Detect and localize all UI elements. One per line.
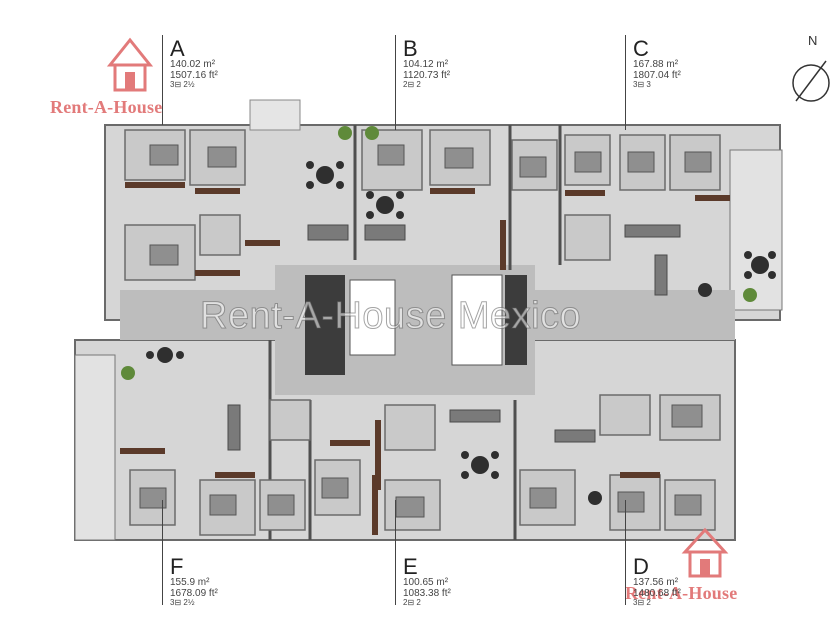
unit-area-m2: 167.88 m² <box>633 59 679 71</box>
unit-label-b: B 104.12 m² 1120.73 ft² 2⊟ 2 <box>403 37 450 89</box>
unit-area-ft2: 1480.68 ft² <box>633 587 681 599</box>
unit-d-leader <box>625 500 626 605</box>
house-logo-icon <box>681 527 729 578</box>
unit-area-m2: 137.56 m² <box>633 577 679 589</box>
brand-logo-top <box>105 30 155 100</box>
unit-label-a: A 140.02 m² 1507.16 ft² 3⊟ 2½ <box>170 37 218 89</box>
unit-b-leader <box>395 35 396 130</box>
unit-rooms: 3⊟ 2 <box>633 598 651 608</box>
unit-area-ft2: 1678.09 ft² <box>170 587 218 599</box>
unit-label-d: D 137.56 m² 1480.68 ft² 3⊟ 2 <box>633 555 681 607</box>
unit-area-ft2: 1507.16 ft² <box>170 69 218 81</box>
unit-area-ft2: 1807.04 ft² <box>633 69 681 81</box>
brand-text-bottom: Rent-A-House <box>625 583 738 603</box>
unit-label-c: C 167.88 m² 1807.04 ft² 3⊟ 3 <box>633 37 681 89</box>
unit-label-e: E 100.65 m² 1083.38 ft² 2⊟ 2 <box>403 555 451 607</box>
unit-label-f: F 155.9 m² 1678.09 ft² 3⊟ 2½ <box>170 555 218 607</box>
unit-a-leader <box>162 35 163 125</box>
unit-letter: C <box>633 36 649 61</box>
house-logo-icon <box>106 37 154 92</box>
unit-rooms: 3⊟ 3 <box>633 80 651 90</box>
dining-tables <box>146 161 776 505</box>
unit-e-leader <box>395 500 396 605</box>
north-label: N <box>808 33 818 48</box>
unit-c-leader <box>625 35 626 130</box>
unit-letter: A <box>170 36 185 61</box>
unit-rooms: 2⊟ 2 <box>403 598 421 608</box>
unit-area-m2: 140.02 m² <box>170 59 216 71</box>
central-corridor <box>120 265 735 395</box>
unit-rooms: 2⊟ 2 <box>403 80 421 90</box>
unit-f-leader <box>162 500 163 605</box>
unit-area-m2: 104.12 m² <box>403 59 449 71</box>
wardrobes <box>120 182 730 535</box>
unit-rooms: 3⊟ 2½ <box>170 598 195 608</box>
kitchen-counters <box>227 224 681 451</box>
beds <box>139 144 712 518</box>
brand-logo-bottom <box>680 522 730 582</box>
unit-area-m2: 155.9 m² <box>170 577 210 589</box>
unit-area-ft2: 1120.73 ft² <box>403 69 451 81</box>
unit-letter: B <box>403 36 418 61</box>
unit-letter: E <box>403 554 418 579</box>
north-arrow-icon <box>792 60 830 102</box>
unit-rooms: 3⊟ 2½ <box>170 80 195 90</box>
unit-area-ft2: 1083.38 ft² <box>403 587 451 599</box>
unit-letter: F <box>170 554 184 579</box>
watermark-text: Rent-A-House Mexico <box>199 295 582 338</box>
brand-text-top: Rent-A-House <box>50 97 163 117</box>
plants <box>121 126 757 380</box>
unit-area-m2: 100.65 m² <box>403 577 449 589</box>
unit-letter: D <box>633 554 649 579</box>
